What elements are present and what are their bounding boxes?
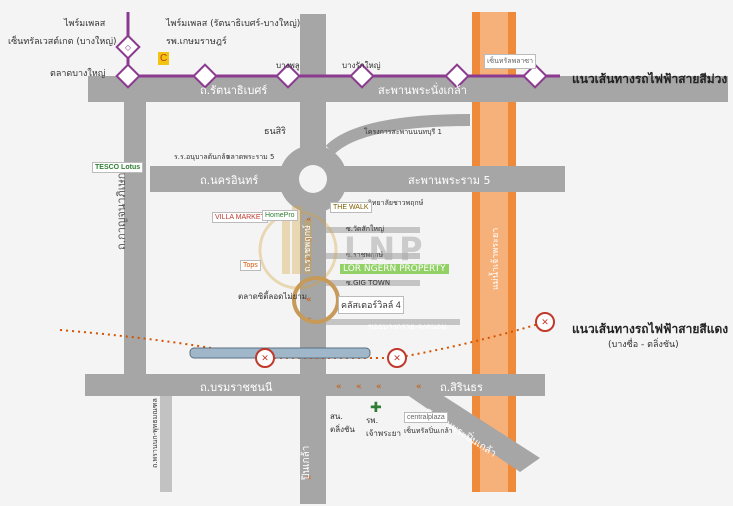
place-thanasin: ธนสิริ <box>264 127 286 137</box>
place-hospital: รพ. เจ้าพระยา <box>366 416 401 438</box>
hospital-cross-icon: ✚ <box>370 400 382 416</box>
place-market-rama5: ตลาดพระราม 5 <box>226 153 275 161</box>
hospital-logo-icon: C <box>158 52 170 65</box>
watermark-name: LOR NGERN PROPERTY <box>340 264 449 274</box>
svg-text:✕: ✕ <box>261 354 269 364</box>
road-small-left <box>160 396 172 492</box>
soi-gig-town: ซ.GIG TOWN <box>346 279 391 287</box>
station-bang-phlu: บางพลู <box>276 61 300 70</box>
red-stations: ✕ ✕ ✕ <box>255 312 555 368</box>
river-label: แม่น้ำเจ้าพระยา <box>491 227 501 290</box>
svg-text:«: « <box>306 473 312 483</box>
red-line-label: แนวเส้นทางรถไฟฟ้าสายสีแดง <box>572 322 729 336</box>
train <box>189 347 371 359</box>
place-central-pinklao: เซ็นทรัลปิ่นเกล้า <box>404 427 453 435</box>
tops-logo: Tops <box>240 260 261 271</box>
place-plaza: ไพร์มเพลส <box>64 19 106 29</box>
road-label-sirindhorn: ถ.สิรินธร <box>440 381 483 394</box>
road-label-rattanathibet: ถ.รัตนาธิเบศร์ <box>200 84 268 97</box>
road-kanchanaphisek <box>124 76 146 376</box>
soi-rachaphruek: ซ.ราชพฤกษ์ <box>346 251 384 259</box>
road-label-pinklao-short: ปิ่นเกล้า <box>301 445 312 480</box>
purple-stations: ◇ <box>115 34 548 89</box>
road-label-ratchaphruek: ถ.ราชพฤกษ์ <box>303 224 313 272</box>
road-curve-connector <box>325 114 471 155</box>
svg-text:✕: ✕ <box>541 318 549 328</box>
road-label-bang-kruai-chongthanom: ซอยบางกรวย-จงถนอม <box>368 322 447 331</box>
station-bang-rak-yai: บางรักใหญ่ <box>342 61 381 70</box>
place-westgate: เซ็นทรัลเวสต์เกต (บางใหญ่) <box>8 37 117 47</box>
svg-text:«: « <box>306 235 312 245</box>
svg-text:«: « <box>416 382 422 392</box>
road-nakhon-in <box>150 166 565 192</box>
place-police-station: สน. ตลิ่งชัน <box>330 412 355 434</box>
watermark-skyline <box>258 206 338 290</box>
svg-text:«: « <box>376 382 382 392</box>
central-westgate-logo: เซ็นทรัลพลาซา <box>484 54 537 69</box>
home-pro-logo: HomePro <box>262 210 298 221</box>
road-label-nakhon-in: ถ.นครอินทร์ <box>200 174 259 187</box>
project-logo: คลัสเตอร์วิลล์ 4 <box>338 296 404 314</box>
place-market-bang-kruai: ตลาดซิตี้ลอดไม่ยาม <box>238 292 308 301</box>
place-nonthaburi-college: วิทยาลัยชาวพฤกษ์ <box>368 199 424 207</box>
tesco-logo: TESCO Lotus <box>92 162 144 173</box>
place-school-rama5: ร.ร.อนุบาลต้นกล้า <box>174 153 230 161</box>
red-line-sublabel: (บางซื่อ - ตลิ่งชัน) <box>608 340 679 350</box>
road-rattanathibet <box>88 76 728 102</box>
svg-text:✕: ✕ <box>393 354 401 364</box>
svg-text:«: « <box>306 255 312 265</box>
place-plaza-rattanathibet: ไพร์มเพลส (รัตนาธิเบศร์-บางใหญ่) <box>166 19 301 29</box>
svg-text:«: « <box>306 215 312 225</box>
villa-market-logo: VILLA MARKET <box>212 212 268 223</box>
place-project-nonthaburi1: โครงการสะพานนนทบุรี 1 <box>364 128 442 136</box>
soi-wat-sak: ซ.วัดสักใหญ่ <box>346 225 384 233</box>
place-bang-yai-market: ตลาดบางใหญ่ <box>50 69 106 79</box>
roundabout-center <box>299 165 327 193</box>
road-ratchaphruek <box>300 14 326 504</box>
road-label-kanchanaphisek: ถ.กาญจนาภิเษก <box>115 172 128 250</box>
svg-text:«: « <box>336 382 342 392</box>
road-label-phran-nok: ถ.พรานนก-พุทธมณฑล <box>151 398 159 468</box>
place-kasemrad-hospital: รพ.เกษมราษฎร์ <box>166 37 227 47</box>
road-label-phra-nang-klao: สะพานพระนั่งเกล้า <box>378 84 467 97</box>
svg-text:«: « <box>356 382 362 392</box>
svg-text:«: « <box>306 295 312 305</box>
central-plaza-logo: centralplaza <box>404 412 448 423</box>
road-label-borommaratchachonnani: ถ.บรมราชชนนี <box>200 381 273 394</box>
svg-text:◇: ◇ <box>125 43 132 52</box>
the-walk-logo: THE WALK <box>330 202 372 213</box>
road-pinklao-bridge <box>400 384 540 472</box>
watermark-initials: LNP <box>344 230 427 268</box>
purple-line-label: แนวเส้นทางรถไฟฟ้าสายสีม่วง <box>572 72 728 86</box>
road-label-rama5-bridge: สะพานพระราม 5 <box>408 174 491 187</box>
